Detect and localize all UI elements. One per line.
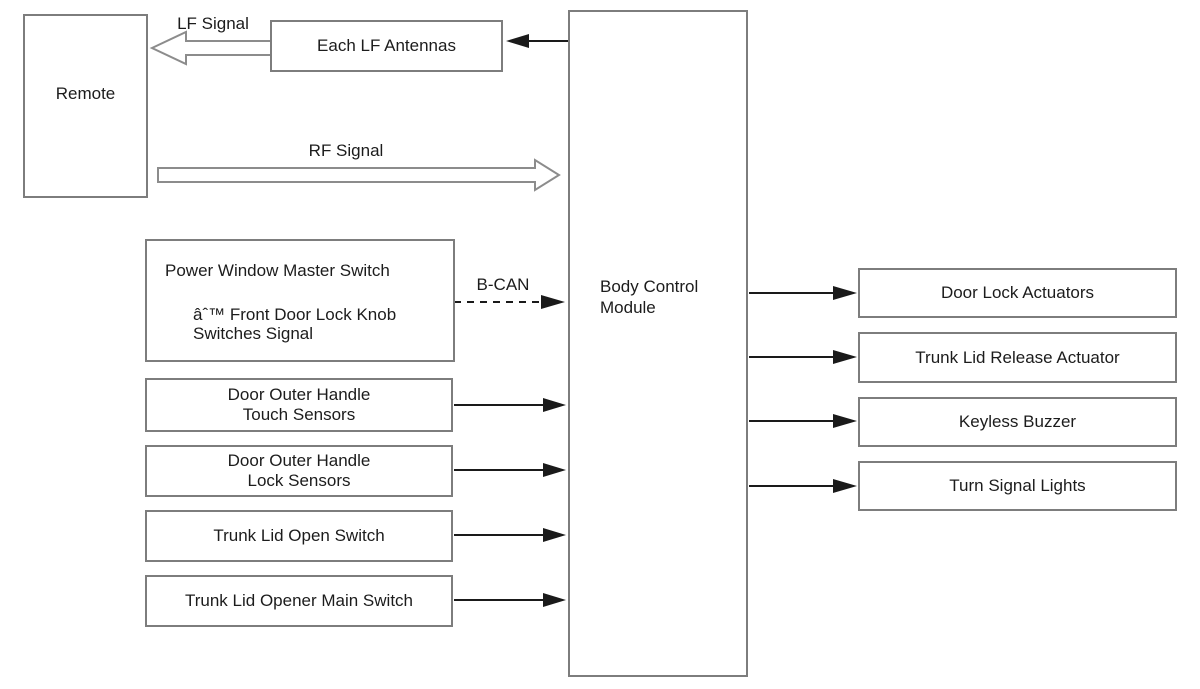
node-keyless-buzzer: Keyless Buzzer <box>858 397 1177 447</box>
node-label: Door Outer Handle <box>227 451 371 470</box>
arrow-bcan-pwms-to-bcm <box>454 295 565 309</box>
node-door-outer-handle-lock-sensors: Door Outer Handle Lock Sensors <box>145 445 453 497</box>
node-power-window-master-switch: Power Window Master Switch âˆ™ Front Doo… <box>145 239 455 362</box>
rf-signal-hollow-arrow <box>157 158 561 192</box>
node-door-outer-handle-touch-sensors: Door Outer Handle Touch Sensors <box>145 378 453 432</box>
lf-signal-label: LF Signal <box>177 14 249 33</box>
node-label: Turn Signal Lights <box>949 476 1086 495</box>
node-label: Each LF Antennas <box>317 36 456 55</box>
node-label: Door Lock Actuators <box>940 283 1095 302</box>
node-label: Door Outer Handle <box>227 385 371 404</box>
arrow-bcm-to-door-lock-actuators <box>749 286 857 300</box>
arrow-lock-sensors-to-bcm <box>454 463 566 477</box>
node-label: Body Control Module <box>600 277 699 317</box>
arrow-touch-sensors-to-bcm <box>454 398 566 412</box>
arrow-bcm-to-keyless-buzzer <box>749 414 857 428</box>
node-door-lock-actuators: Door Lock Actuators <box>858 268 1177 318</box>
node-label: Remote <box>55 84 116 103</box>
node-label: Touch Sensors <box>242 405 356 424</box>
node-label: Trunk Lid Release Actuator <box>915 347 1120 367</box>
node-label: Trunk Lid Opener Main Switch <box>184 591 414 610</box>
node-turn-signal-lights: Turn Signal Lights <box>858 461 1177 511</box>
arrow-bcm-to-trunk-release-actuator <box>749 350 857 364</box>
node-remote: Remote <box>23 14 148 198</box>
lf-signal-hollow-arrow <box>149 30 272 66</box>
node-label: Keyless Buzzer <box>958 412 1077 431</box>
arrow-bcm-to-lf-antennas <box>506 34 568 48</box>
node-sublabel: âˆ™ Front Door Lock Knob Switches Signal <box>193 305 397 343</box>
node-each-lf-antennas: Each LF Antennas <box>270 20 503 72</box>
node-label: Power Window Master Switch <box>165 261 390 280</box>
rf-signal-label: RF Signal <box>308 141 384 160</box>
arrow-trunk-open-switch-to-bcm <box>454 528 566 542</box>
node-trunk-lid-release-actuator: Trunk Lid Release Actuator <box>858 332 1177 383</box>
node-trunk-lid-open-switch: Trunk Lid Open Switch <box>145 510 453 562</box>
b-can-signal-label: B-CAN <box>476 275 530 294</box>
node-label: Trunk Lid Open Switch <box>213 526 385 545</box>
node-body-control-module: Body Control Module <box>568 10 748 677</box>
node-label: Lock Sensors <box>247 471 351 490</box>
arrow-bcm-to-turn-signal-lights <box>749 479 857 493</box>
arrow-trunk-main-switch-to-bcm <box>454 593 566 607</box>
node-trunk-lid-opener-main-switch: Trunk Lid Opener Main Switch <box>145 575 453 627</box>
